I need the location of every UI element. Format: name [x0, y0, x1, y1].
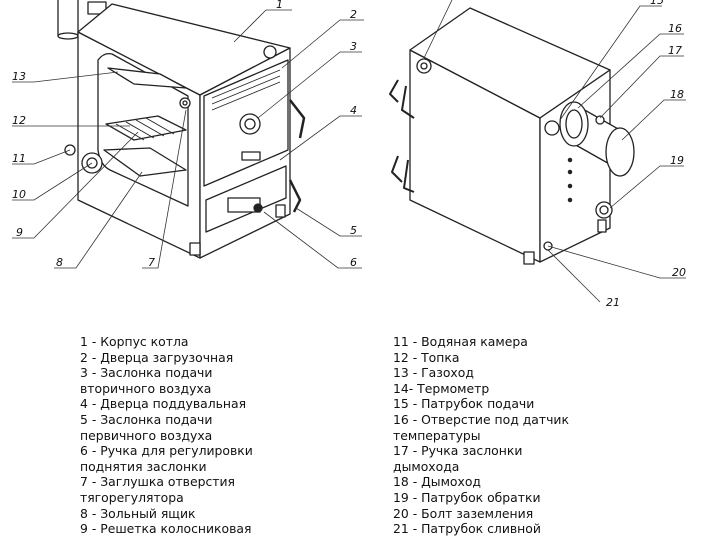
legend-item: 15 - Патрубок подачи [393, 396, 535, 412]
legend-item: 6 - Ручка для регулировки [80, 443, 253, 459]
legend-item: 2 - Дверца загрузочная [80, 349, 234, 365]
callout-7: 7 [148, 256, 155, 269]
front-view [57, 0, 306, 259]
legend-item: 20 - Болт заземления [393, 505, 534, 521]
legend-item: 18 - Дымоход [393, 474, 481, 490]
legend-item: первичного воздуха [80, 427, 213, 443]
legend-item: 1 - Корпус котла [80, 334, 189, 349]
legend-item: поднятия заслонки [80, 458, 207, 474]
callout-15: 15 [650, 0, 664, 7]
legend-item: 21 - Патрубок сливной [393, 521, 541, 537]
callout-6: 6 [350, 256, 357, 269]
legend-item: 14- Термометр [393, 380, 490, 396]
callout-5: 5 [350, 224, 357, 237]
legend-item: температуры [393, 427, 481, 443]
legend-item: 11 - Водяная камера [393, 334, 528, 349]
callout-13: 13 [12, 70, 26, 83]
legend-item: дымохода [393, 458, 460, 474]
boiler-drawing: 1 2 3 4 5 6 7 8 9 10 11 12 13 15 16 17 1… [12, 0, 686, 309]
callout-8: 8 [56, 256, 63, 269]
callout-19: 19 [670, 154, 684, 167]
legend-item: 5 - Заслонка подачи [80, 411, 213, 427]
legend-item: 8 - Зольный ящик [80, 505, 196, 521]
callout-10: 10 [12, 188, 26, 201]
legend-item: 4 - Дверца поддувальная [80, 396, 247, 412]
legend-left: 1 - Корпус котла 2 - Дверца загрузочная … [80, 334, 253, 537]
legend-item: 13 - Газоход [393, 365, 474, 381]
legend-item: 9 - Решетка колосниковая [80, 521, 252, 537]
callout-16: 16 [668, 22, 682, 35]
callout-3: 3 [350, 40, 357, 53]
callout-20: 20 [672, 266, 686, 279]
callout-9: 9 [16, 226, 23, 239]
legend-item: 19 - Патрубок обратки [393, 489, 541, 505]
callout-17: 17 [668, 44, 682, 57]
callout-2: 2 [350, 8, 357, 21]
callout-1: 1 [276, 0, 283, 11]
callout-12: 12 [12, 114, 26, 127]
callout-21: 21 [606, 296, 620, 309]
legend-item: тягорегулятора [80, 489, 184, 505]
legend-item: 16 - Отверстие под датчик [393, 411, 569, 427]
callout-4: 4 [350, 104, 357, 117]
callouts: 1 2 3 4 5 6 7 8 9 10 11 12 13 15 16 17 1… [12, 0, 686, 309]
legend-item: 7 - Заглушка отверстия [80, 474, 236, 490]
legend-item: 3 - Заслонка подачи [80, 365, 213, 381]
legend-item: 12 - Топка [393, 349, 460, 365]
legend-right: 11 - Водяная камера 12 - Топка 13 - Газо… [393, 334, 569, 537]
legend-item: вторичного воздуха [80, 380, 212, 396]
leader-lines [12, 0, 686, 303]
callout-18: 18 [670, 88, 684, 101]
rear-view [389, 7, 635, 265]
callout-11: 11 [12, 152, 26, 165]
legend-item: 17 - Ручка заслонки [393, 443, 523, 459]
